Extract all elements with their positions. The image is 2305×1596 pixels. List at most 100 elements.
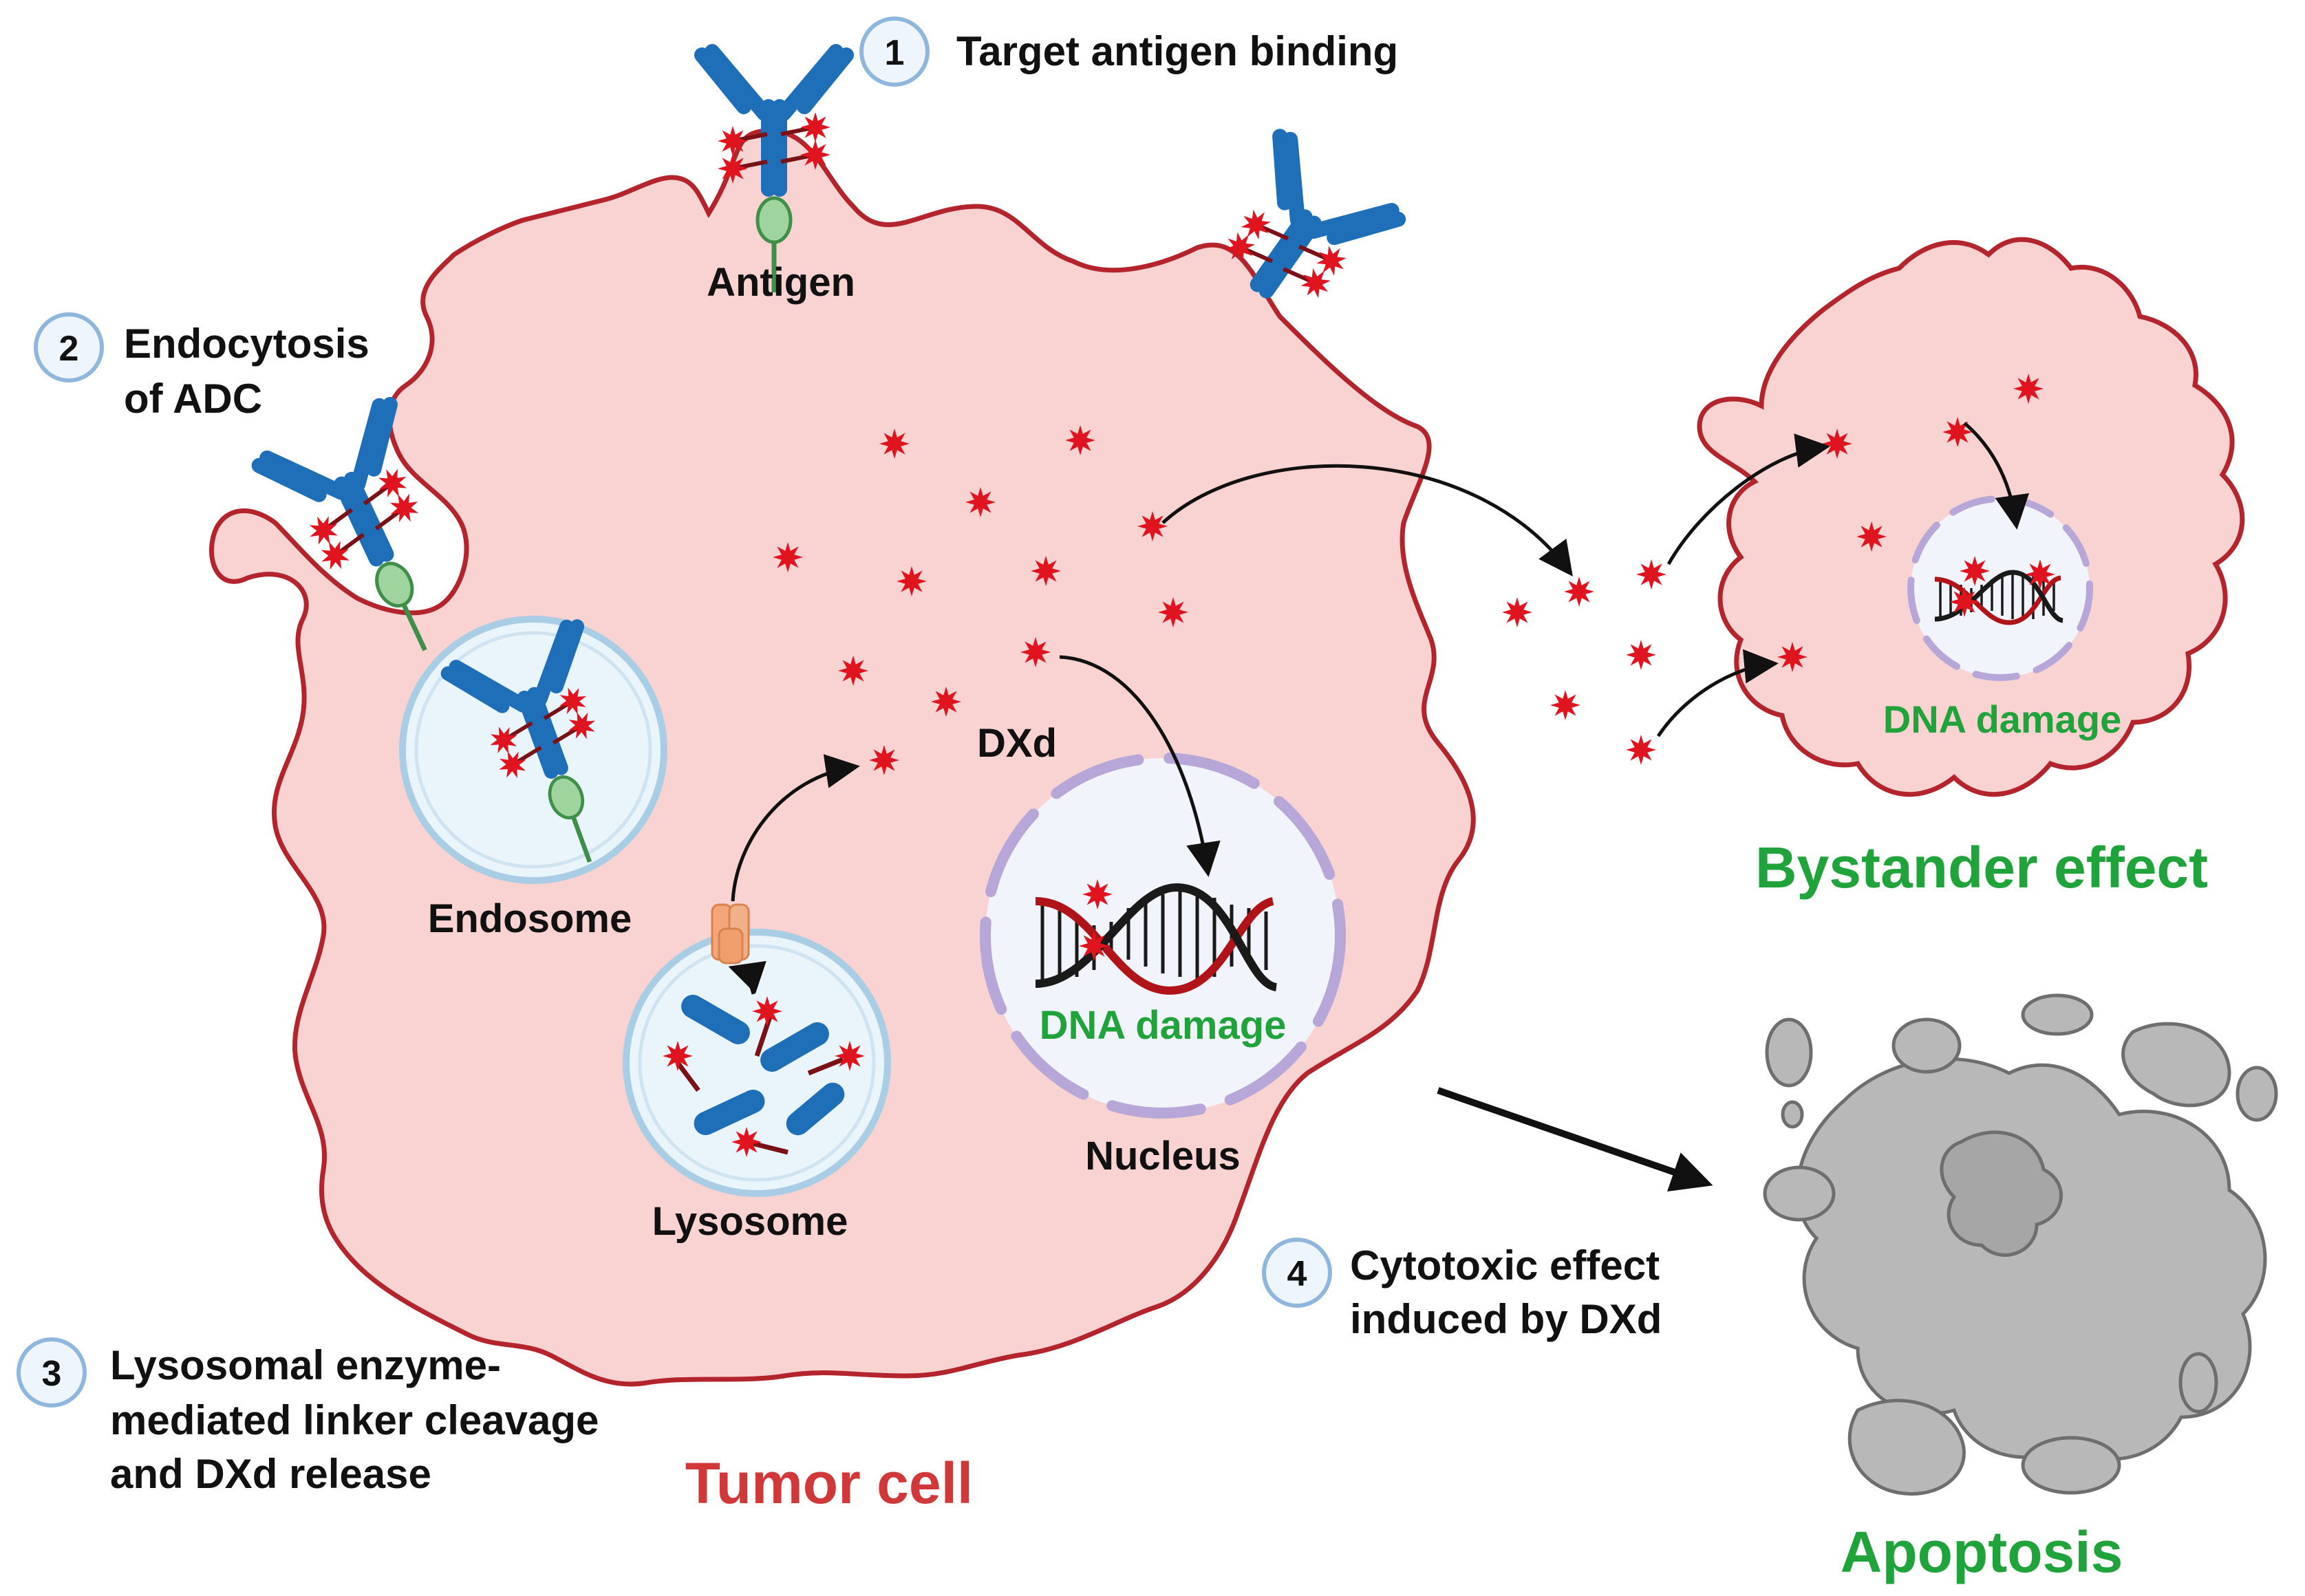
antibody-drug-conjugate-icon bbox=[440, 619, 596, 863]
arrows bbox=[728, 422, 2030, 1191]
drug-star-icon bbox=[800, 112, 830, 142]
arrow-icon bbox=[728, 960, 766, 995]
apoptosis-arrow bbox=[1437, 1087, 1713, 1191]
dna-damage-label: DNA damage bbox=[1040, 1003, 1287, 1048]
endosome bbox=[399, 616, 667, 884]
drug-star-icon bbox=[2025, 559, 2055, 590]
step-3-text-line-3: and DXd release bbox=[110, 1451, 431, 1497]
drug-star-icon bbox=[773, 542, 803, 572]
step-2-text-line-2: of ADC bbox=[124, 376, 262, 422]
drug-star-icon bbox=[378, 468, 407, 497]
apoptotic-fragment bbox=[1891, 1017, 1962, 1074]
step-badge-1: 1 Target antigen binding bbox=[859, 17, 1398, 87]
step-3-text-line-1: Lysosomal enzyme- bbox=[110, 1342, 501, 1388]
nucleus-label: Nucleus bbox=[1085, 1134, 1241, 1178]
arrow-icon bbox=[1666, 433, 1830, 565]
antigen-icon bbox=[375, 561, 414, 608]
step-badge-2: 2 Endocytosis of ADC bbox=[34, 312, 369, 422]
arrow-icon bbox=[1656, 649, 1779, 737]
step-number: 4 bbox=[1287, 1254, 1307, 1294]
antibody-drug-conjugate-icon bbox=[1225, 129, 1406, 299]
lysosome-label: Lysosome bbox=[652, 1199, 848, 1244]
dna-helix-icon bbox=[1035, 883, 1278, 995]
antigen-icon bbox=[548, 775, 585, 820]
lysosome-contents bbox=[676, 995, 845, 1155]
drug-star-icon bbox=[309, 516, 338, 545]
apoptotic-fragment bbox=[2021, 1436, 2121, 1495]
apoptotic-fragment bbox=[2178, 1352, 2218, 1414]
drug-star-icon bbox=[731, 1127, 762, 1157]
drug-star-icon bbox=[897, 566, 927, 596]
step-4-text-line-2: induced by DXd bbox=[1350, 1296, 1662, 1342]
drug-star-icon bbox=[1316, 246, 1347, 276]
drug-star-icon bbox=[752, 996, 782, 1026]
drug-star-icon bbox=[1626, 735, 1656, 765]
linker bbox=[676, 1061, 700, 1092]
drug-star-icon bbox=[499, 751, 526, 779]
apoptotic-fragment bbox=[2121, 1022, 2231, 1108]
drug-star-icon bbox=[663, 1041, 693, 1071]
apoptotic-cell-body bbox=[1795, 1057, 2267, 1461]
apoptotic-fragment bbox=[2021, 993, 2094, 1036]
drug-star-icon bbox=[1856, 521, 1887, 552]
apoptotic-fragment bbox=[1781, 1100, 1804, 1129]
step-1-text: Target antigen binding bbox=[956, 28, 1398, 74]
drug-star-icon bbox=[965, 487, 996, 517]
antibody-fragment bbox=[681, 995, 750, 1044]
drug-star-icon bbox=[389, 493, 419, 523]
drug-star-icon bbox=[321, 541, 350, 570]
drug-star-icon bbox=[838, 656, 868, 686]
drug-star-icon bbox=[718, 126, 748, 156]
drug-star-icon bbox=[1158, 597, 1188, 627]
step-number: 3 bbox=[42, 1354, 62, 1394]
drug-star-icon bbox=[718, 153, 748, 184]
drug-star-icon bbox=[835, 1041, 865, 1071]
drug-star-icon bbox=[1564, 576, 1594, 607]
drug-star-icon bbox=[1225, 232, 1256, 262]
apoptotic-fragment bbox=[1763, 1165, 1836, 1222]
step-4-text-line-1: Cytotoxic effect bbox=[1350, 1242, 1660, 1288]
drug-star-icon bbox=[1079, 931, 1109, 961]
antibody-fragment bbox=[694, 1089, 765, 1136]
drug-star-icon bbox=[931, 687, 961, 717]
apoptotic-fragment bbox=[1847, 1399, 1966, 1496]
drug-star-icon bbox=[2013, 374, 2044, 404]
bystander-dna-damage-label: DNA damage bbox=[1883, 698, 2121, 741]
drug-star-icon bbox=[1550, 690, 1580, 720]
antigen-label: Antigen bbox=[707, 260, 855, 305]
antibody-fragment bbox=[760, 1022, 829, 1072]
drug-star-icon bbox=[490, 726, 517, 754]
step-badge-4: 4 Cytotoxic effect induced by DXd bbox=[1262, 1238, 1662, 1342]
endosome-label: Endosome bbox=[428, 896, 632, 941]
drug-star-icon bbox=[800, 140, 830, 170]
drug-star-icon bbox=[1502, 597, 1532, 627]
tumor-cell-label: Tumor cell bbox=[685, 1451, 974, 1516]
drug-star-icon bbox=[568, 712, 596, 740]
antigen-icon bbox=[755, 196, 793, 244]
arrow-icon bbox=[731, 754, 860, 902]
apoptotic-fragment bbox=[2236, 1066, 2278, 1122]
antibody-drug-conjugate-icon bbox=[251, 396, 427, 651]
apoptotic-fragment bbox=[1765, 1017, 1813, 1088]
bystander-effect-label: Bystander effect bbox=[1755, 835, 2208, 900]
step-badge-3: 3 Lysosomal enzyme- mediated linker clea… bbox=[17, 1337, 599, 1497]
drug-star-icon bbox=[869, 745, 899, 775]
antibody-drug-conjugate-icon bbox=[694, 44, 854, 292]
apoptosis-label: Apoptosis bbox=[1841, 1520, 2123, 1584]
arrow-icon bbox=[1161, 464, 1573, 577]
drug-star-icon bbox=[1777, 642, 1808, 672]
lysosome-inner-ring bbox=[638, 944, 876, 1182]
drug-star-icon bbox=[1137, 511, 1168, 541]
drug-star-icon bbox=[1942, 417, 1973, 447]
drug-layer bbox=[663, 374, 2055, 1157]
arrow-icon bbox=[1059, 655, 1221, 877]
bystander-nucleus bbox=[1907, 495, 2093, 681]
drug-star-icon bbox=[1636, 559, 1666, 590]
endosome-inner-ring bbox=[414, 631, 652, 869]
step-3-text-line-2: mediated linker cleavage bbox=[110, 1397, 599, 1443]
arrow-icon bbox=[1963, 422, 2030, 530]
drug-star-icon bbox=[1949, 587, 1980, 617]
step-2-text-line-1: Endocytosis bbox=[124, 321, 369, 367]
drug-star-icon bbox=[1822, 429, 1852, 459]
